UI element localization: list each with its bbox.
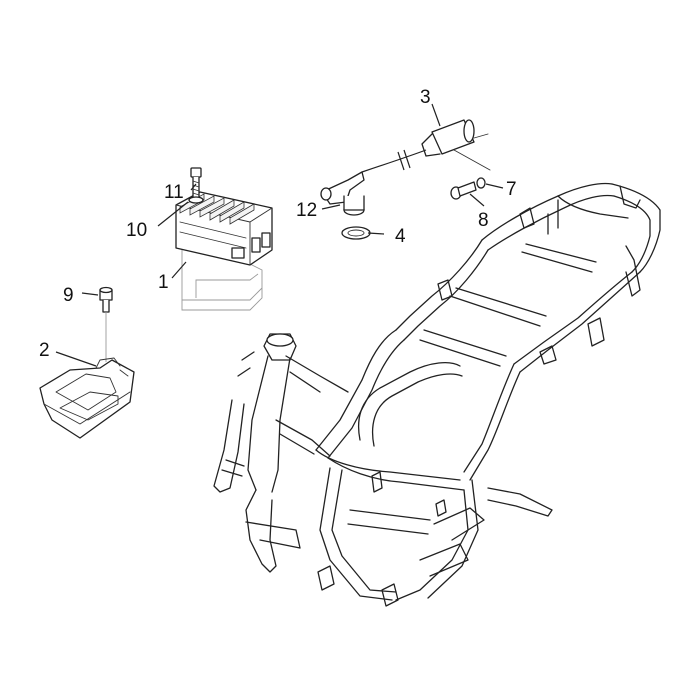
leader-lines (55, 103, 504, 367)
callout-4: 4 (395, 226, 406, 247)
callout-9: 9 (63, 285, 74, 306)
washer-7[interactable] (476, 177, 486, 189)
spark-plug-cap[interactable] (320, 171, 365, 216)
chassis-frame[interactable] (213, 182, 661, 607)
callout-labels: 11 10 1 9 2 3 7 8 12 4 (39, 87, 517, 361)
sealing-ring[interactable] (341, 226, 371, 240)
screw-9[interactable] (99, 286, 113, 363)
bolt-11[interactable] (190, 167, 202, 199)
cover-bracket[interactable] (39, 357, 135, 439)
washer-10[interactable] (188, 196, 204, 204)
callout-1: 1 (158, 272, 169, 293)
callout-3: 3 (420, 87, 431, 108)
callout-7: 7 (506, 179, 517, 200)
callout-10: 10 (126, 220, 147, 241)
voltage-regulator[interactable] (175, 191, 273, 311)
callout-2: 2 (39, 340, 50, 361)
callout-8: 8 (478, 210, 489, 231)
callout-12: 12 (296, 200, 317, 221)
screw-8[interactable] (450, 181, 477, 200)
ignition-coil[interactable] (361, 119, 491, 173)
callout-11: 11 (164, 182, 184, 203)
